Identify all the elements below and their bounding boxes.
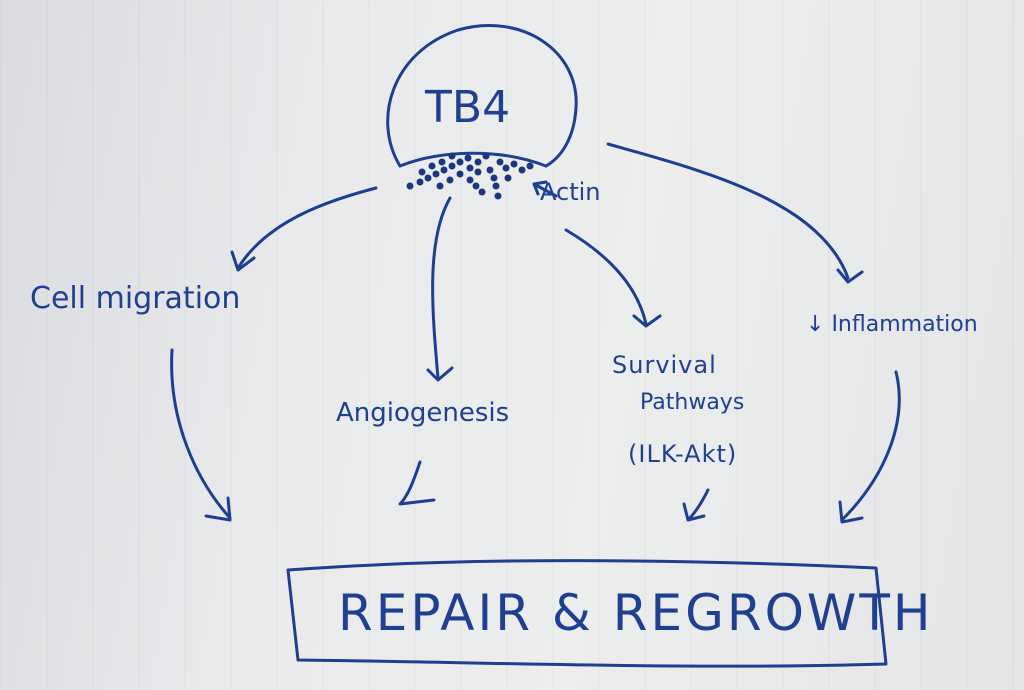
- arrow-to-angiogenesis: [431, 196, 452, 380]
- ilk-akt-label: (ILK-Akt): [628, 440, 738, 468]
- actin-label: Actin: [540, 178, 601, 206]
- arrowhead-cell-migration: [230, 250, 256, 272]
- survival-label: Survival: [612, 351, 717, 379]
- arrowhead-cell-migration-outcome: [204, 496, 232, 522]
- pathways-label: Pathways: [640, 390, 745, 415]
- arrow-angiogenesis-to-outcome: [398, 460, 436, 506]
- arrow-to-cell-migration: [236, 186, 378, 270]
- arrow-to-inflammation: [606, 142, 850, 280]
- arrow-cell-migration-to-outcome: [170, 348, 232, 520]
- outcome-label: REPAIR & REGROWTH: [338, 584, 934, 642]
- outcome-box: [286, 559, 888, 668]
- arrow-to-survival: [564, 228, 648, 326]
- inflammation-label: ↓ Inflammation: [806, 314, 978, 336]
- tb4-node-outline: [386, 24, 578, 168]
- inflammation-text: Inflammation: [831, 312, 978, 337]
- tb4-label: TB4: [425, 82, 511, 133]
- cell-migration-label: Cell migration: [30, 281, 241, 316]
- angiogenesis-label: Angiogenesis: [336, 398, 510, 428]
- arrow-inflammation-to-outcome: [840, 370, 901, 522]
- arrowhead-inflammation-outcome: [838, 500, 864, 524]
- arrowhead-survival: [632, 314, 662, 328]
- down-arrow-icon: ↓: [806, 312, 825, 337]
- arrowhead-inflammation: [836, 268, 864, 284]
- arrowhead-angiogenesis: [426, 366, 454, 382]
- tb4-node-base: [398, 151, 548, 168]
- actin-dots: [406, 152, 534, 200]
- arrow-survival-to-outcome: [682, 488, 710, 522]
- actin-pointer-arrow: [532, 180, 558, 198]
